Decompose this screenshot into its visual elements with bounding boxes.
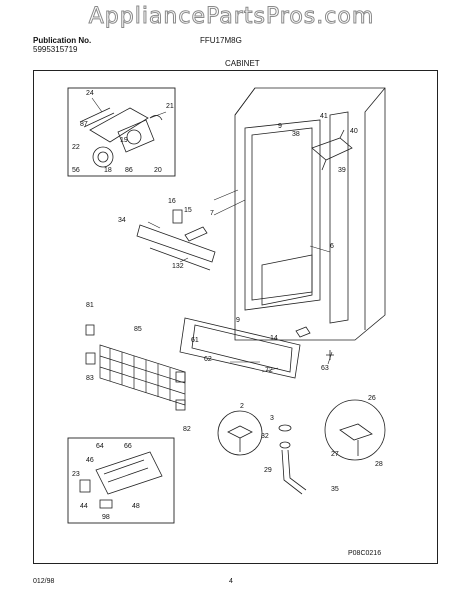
callout-label: 48 (132, 503, 140, 510)
callout-label: 61 (191, 337, 199, 344)
callout-label: 28 (375, 461, 383, 468)
condenser-grille (99, 344, 186, 406)
diagram-code: P08C0216 (348, 550, 382, 557)
callout-label: 22 (72, 144, 80, 151)
callout-label: 66 (124, 443, 132, 450)
drain-tube (278, 424, 307, 495)
diagram-frame (33, 70, 438, 564)
leveling-leg-detail (324, 399, 386, 461)
callout-label: 7 (210, 210, 214, 217)
page-number: 4 (229, 578, 233, 585)
callout-label: 83 (86, 375, 94, 382)
callout-label: 63 (321, 365, 329, 372)
callout-label: 15 (184, 207, 192, 214)
callout-label: 20 (154, 167, 162, 174)
callout-label: 24 (86, 90, 94, 97)
callout-label: 72 (265, 367, 273, 374)
callout-label: 38 (292, 131, 300, 138)
hinge-bracket (311, 129, 353, 171)
publication-label: Publication No. (33, 36, 92, 45)
callout-label: 39 (338, 167, 346, 174)
callout-label: 35 (331, 486, 339, 493)
callout-label: 32 (261, 433, 269, 440)
latch-assembly-inset (67, 437, 175, 524)
callout-label: 14 (270, 335, 278, 342)
callout-label: 34 (118, 217, 126, 224)
footer-date: 012/98 (33, 578, 55, 585)
callout-label: 16 (168, 198, 176, 205)
publication-number: 5995315719 (33, 45, 78, 54)
callout-label: 19 (120, 137, 128, 144)
fan-assembly-inset (67, 87, 176, 177)
callout-label: 62 (204, 356, 212, 363)
callout-label: 82 (183, 426, 191, 433)
callout-label: 23 (72, 471, 80, 478)
cabinet-body (234, 87, 386, 341)
callout-label: 3 (270, 415, 274, 422)
callout-labels: 24 21 87 22 19 56 18 86 20 16 15 34 132 … (72, 90, 383, 521)
callout-label: 86 (125, 167, 133, 174)
callout-label: 98 (102, 514, 110, 521)
callout-label: 18 (104, 167, 112, 174)
callout-label: 46 (86, 457, 94, 464)
callout-label: 44 (80, 503, 88, 510)
callout-label: 9 (278, 123, 282, 130)
kickplate-grille (179, 317, 301, 379)
callout-label: 40 (350, 128, 358, 135)
callout-label: 6 (330, 243, 334, 250)
callout-label: 21 (166, 103, 174, 110)
callout-label: 27 (331, 451, 339, 458)
callout-label: 26 (368, 395, 376, 402)
callout-label: 81 (86, 302, 94, 309)
callout-label: 87 (80, 121, 88, 128)
callout-label: 85 (134, 326, 142, 333)
control-rail (136, 209, 216, 271)
section-title: CABINET (225, 59, 260, 68)
callout-label: 64 (96, 443, 104, 450)
callout-label: 9 (236, 317, 240, 324)
watermark-logo: AppliancePartsPros.com (88, 4, 375, 30)
leader-lines (91, 97, 333, 373)
callout-label: 41 (320, 113, 328, 120)
model-number: FFU17M8G (200, 36, 242, 45)
drain-fitting (217, 410, 263, 456)
callout-label: 132 (172, 263, 184, 270)
callout-label: 2 (240, 403, 244, 410)
callout-label: 56 (72, 167, 80, 174)
callout-label: 29 (264, 467, 272, 474)
